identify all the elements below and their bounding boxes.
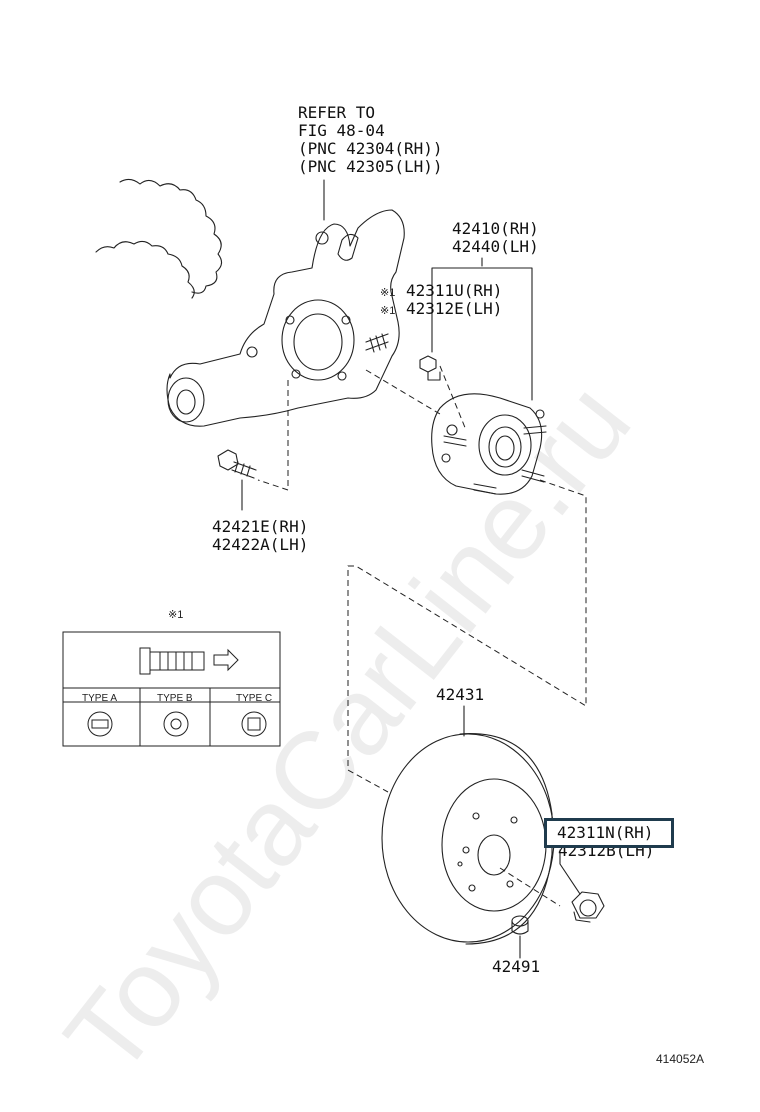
knuckle-ref-line4: (PNC 42305(LH)) <box>298 157 443 176</box>
leader-disc-bolt <box>559 849 581 895</box>
disc-bolt-part-rh[interactable]: 42311N(RH) <box>557 823 654 842</box>
hub-bolt-drawing <box>419 355 441 381</box>
knuckle-ref-line3: (PNC 42304(RH)) <box>298 139 443 158</box>
inset-type-a: TYPE A <box>82 693 118 704</box>
hub-part-rh[interactable]: 42410(RH) <box>452 219 539 238</box>
hub-bolt-part-lh[interactable]: 42312E(LH) <box>406 299 503 318</box>
disc-part[interactable]: 42431 <box>436 685 485 704</box>
hub-bearing-drawing <box>431 393 547 495</box>
inset-mark: ※1 <box>168 609 184 621</box>
hub-part-lh[interactable]: 42440(LH) <box>452 237 539 256</box>
inset-type-b: TYPE B <box>157 693 193 704</box>
disc-nut-drawing <box>571 891 605 923</box>
plug-part[interactable]: 42491 <box>492 957 541 976</box>
hub-bolt-mark-rh: ※1 <box>380 287 396 299</box>
brake-disc-drawing <box>381 733 555 945</box>
knuckle-bolt-part-lh[interactable]: 42422A(LH) <box>212 535 309 554</box>
steering-knuckle <box>166 209 405 427</box>
highlighted-part-box[interactable]: 42311N(RH) <box>544 818 674 848</box>
inset-type-c: TYPE C <box>236 693 273 704</box>
knuckle-bore-inner <box>293 313 343 371</box>
leader-hub <box>431 257 533 401</box>
knuckle-ref-line2: FIG 48-04 <box>298 121 385 140</box>
cut-line-cloud <box>95 178 223 299</box>
hub-bolt-part-rh[interactable]: 42311U(RH) <box>406 281 503 300</box>
knuckle-bore-outer <box>281 299 355 381</box>
knuckle-bolt-part-rh[interactable]: 42421E(RH) <box>212 517 309 536</box>
knuckle-bolt-drawing <box>217 449 257 479</box>
knuckle-ref-line1: REFER TO <box>298 103 376 122</box>
plug-drawing <box>511 915 529 935</box>
hub-bolt-mark-lh: ※1 <box>380 305 396 317</box>
figure-id: 414052A <box>656 1052 705 1066</box>
stud-type-inset <box>62 631 281 747</box>
knuckle-bushing-inner <box>176 389 196 415</box>
knuckle-bushing-outer <box>167 377 205 423</box>
